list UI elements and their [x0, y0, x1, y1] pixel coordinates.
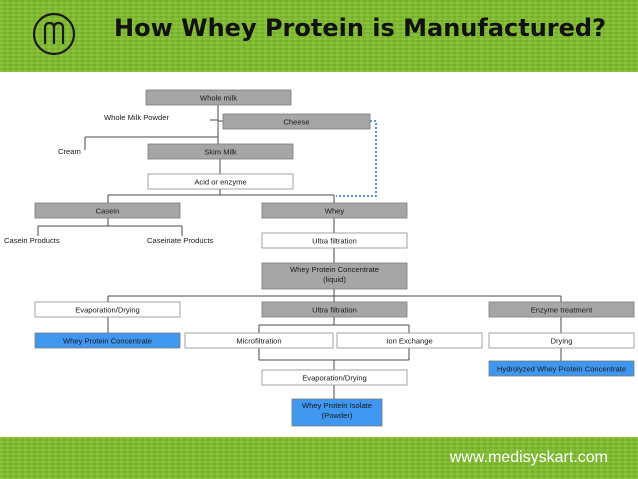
node-cream: Cream	[58, 147, 81, 156]
node-hwpc: Hydrolyzed Whey Protein Concentrate	[488, 360, 635, 377]
page-title: How Whey Protein is Manufactured?	[114, 14, 607, 42]
node-box	[488, 360, 635, 377]
node-box	[222, 113, 371, 130]
node-label: Cream	[58, 147, 81, 156]
node-evap-drying-2: Evaporation/Drying	[261, 369, 408, 386]
node-box	[488, 301, 635, 318]
footer-bar	[0, 437, 638, 479]
node-label: Enzyme treatment	[531, 306, 594, 315]
node-label: Casein Products	[4, 236, 60, 245]
node-label: Whole Milk Powder	[104, 113, 169, 122]
node-whey: Whey	[261, 202, 408, 219]
node-box	[34, 202, 181, 219]
node-ion-exchange: Ion Exchange	[336, 332, 483, 349]
node-box	[261, 262, 408, 290]
node-label: Casein	[96, 207, 120, 216]
node-label: Skim Milk	[204, 148, 237, 157]
node-drying: Drying	[488, 332, 635, 349]
node-label: Microfiltration	[236, 337, 281, 346]
node-whole-milk: Whole milk	[145, 89, 292, 106]
node-microfiltration: Microfiltration	[184, 332, 334, 349]
cheese-whey-dotted-link	[336, 120, 377, 197]
node-box	[34, 301, 181, 318]
node-label: Drying	[551, 337, 573, 346]
node-label: Whole milk	[200, 94, 237, 103]
node-wpc: Whey Protein Concentrate	[34, 332, 181, 349]
node-caseinate-products: Caseinate Products	[147, 236, 213, 245]
node-ultra-filtration-2: Ultra filtration	[261, 301, 408, 318]
node-label: (liquid)	[323, 275, 346, 284]
node-label: Ultra filtration	[312, 306, 357, 315]
node-box	[147, 173, 294, 190]
node-label: Whey Protein Isolate	[302, 401, 372, 410]
node-label: Caseinate Products	[147, 236, 213, 245]
node-acid-enzyme: Acid or enzyme	[147, 173, 294, 190]
node-box	[34, 332, 181, 349]
node-label: Hydrolyzed Whey Protein Concentrate	[497, 365, 626, 374]
node-label: Ultra filtration	[312, 237, 357, 246]
node-box	[261, 232, 408, 249]
node-cheese: Cheese	[222, 113, 371, 130]
node-box	[261, 301, 408, 318]
node-box	[488, 332, 635, 349]
node-box	[147, 143, 294, 160]
node-box	[291, 398, 383, 427]
node-label: Evaporation/Drying	[75, 306, 140, 315]
node-label: (Powder)	[322, 411, 353, 420]
node-wpc-liquid: Whey Protein Concentrate(liquid)	[261, 262, 408, 290]
website-url[interactable]: www.medisyskart.com	[449, 449, 608, 466]
node-label: Whey	[325, 207, 345, 216]
node-label: Evaporation/Drying	[302, 374, 367, 383]
node-label: Ion Exchange	[386, 337, 432, 346]
node-label: Acid or enzyme	[194, 178, 246, 187]
node-box	[336, 332, 483, 349]
node-enzyme-treatment: Enzyme treatment	[488, 301, 635, 318]
node-label: Cheese	[283, 118, 309, 127]
node-label: Whey Protein Concentrate	[63, 337, 152, 346]
node-box	[261, 369, 408, 386]
m-circle-logo-icon	[32, 12, 76, 56]
node-evap-drying-1: Evaporation/Drying	[34, 301, 181, 318]
header-bar: How Whey Protein is Manufactured?	[0, 0, 638, 72]
node-wpi: Whey Protein Isolate(Powder)	[291, 398, 383, 427]
node-label: Whey Protein Concentrate	[290, 265, 379, 274]
node-whole-milk-powder: Whole Milk Powder	[104, 113, 169, 122]
node-casein: Casein	[34, 202, 181, 219]
node-skim-milk: Skim Milk	[147, 143, 294, 160]
node-box	[261, 202, 408, 219]
node-box	[184, 332, 334, 349]
node-ultra-filtration-1: Ultra filtration	[261, 232, 408, 249]
node-casein-products: Casein Products	[4, 236, 60, 245]
node-box	[145, 89, 292, 106]
